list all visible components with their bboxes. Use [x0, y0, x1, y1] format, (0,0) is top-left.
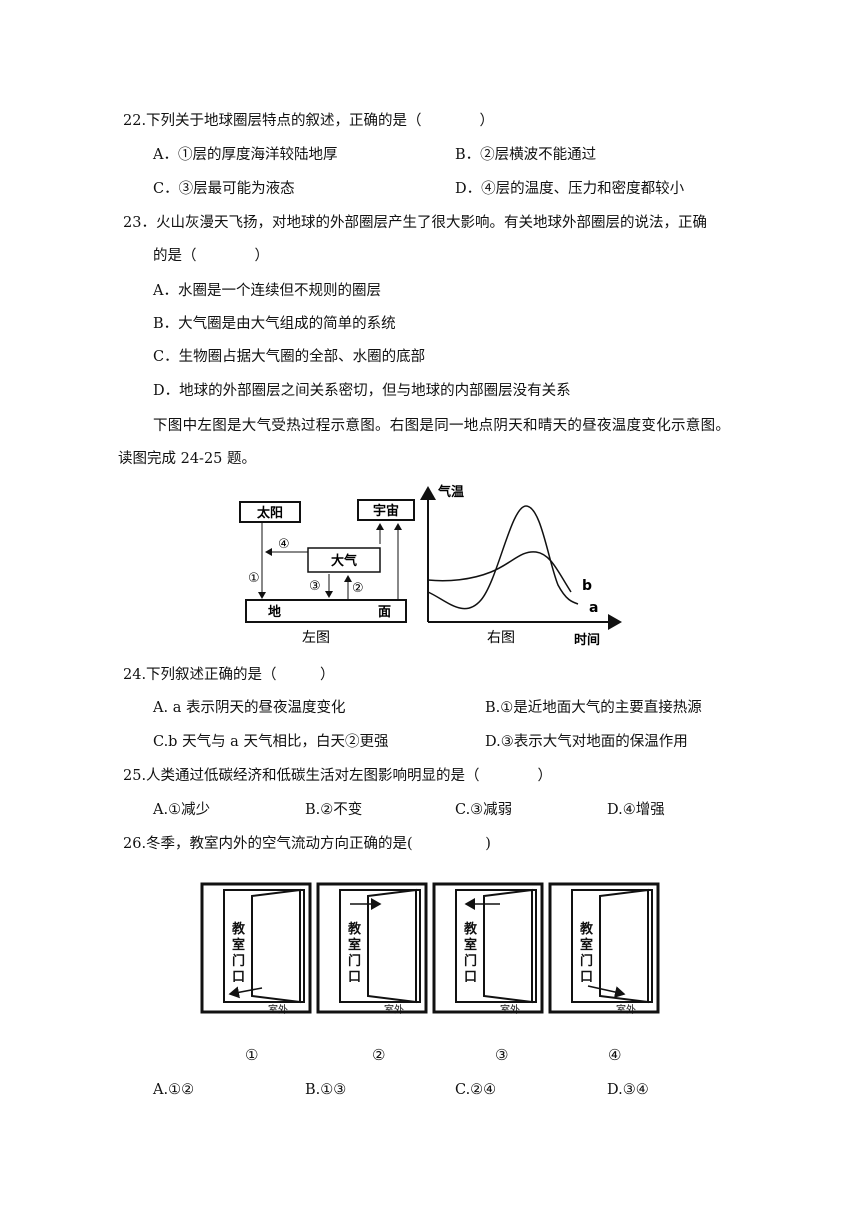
q26-option-b[interactable]: B.①③	[305, 1082, 347, 1098]
ground-label-left: 地	[268, 604, 281, 620]
ground-box	[245, 599, 407, 623]
q25-option-d[interactable]: D.④增强	[607, 802, 665, 818]
q25-option-b[interactable]: B.②不变	[305, 802, 363, 818]
q22-option-c[interactable]: C．③层最可能为液态	[153, 181, 295, 197]
intro-line1: 下图中左图是大气受热过程示意图。右图是同一地点阴天和晴天的昼夜温度变化示意图。	[153, 418, 731, 434]
outside-text-2: 室外	[384, 1005, 404, 1016]
door-label-1: ①	[245, 1046, 259, 1064]
door-panel-3	[432, 882, 544, 1014]
door-label-2: ②	[372, 1046, 386, 1064]
door-figure	[200, 882, 660, 1014]
outside-text-3: 室外	[500, 1005, 520, 1016]
series-a-line	[427, 505, 579, 610]
sun-label: 太阳	[256, 505, 283, 521]
space-label: 宇宙	[373, 503, 399, 519]
q24-option-a[interactable]: A. a 表示阴天的昼夜温度变化	[153, 700, 346, 716]
door-label-4: ④	[608, 1046, 622, 1064]
right-caption: 右图	[487, 630, 515, 646]
door-text-4: 教室门口	[580, 922, 594, 985]
outside-text-1: 室外	[268, 1005, 288, 1016]
q26-option-c[interactable]: C.②④	[455, 1082, 497, 1098]
q22-option-d[interactable]: D．④层的温度、压力和密度都较小	[455, 181, 685, 197]
q23-stem-cont: 的是（ ）	[153, 248, 269, 264]
q23-option-b[interactable]: B．大气圈是由大气组成的简单的系统	[153, 316, 396, 332]
q24-option-d[interactable]: D.③表示大气对地面的保温作用	[485, 734, 688, 750]
series-a-label: a	[589, 600, 598, 616]
q25-stem: 25.人类通过低碳经济和低碳生活对左图影响明显的是（ ）	[123, 768, 553, 784]
q23-option-d[interactable]: D．地球的外部圈层之间关系密切，但与地球的内部圈层没有关系	[153, 383, 571, 399]
atmosphere-label: 大气	[331, 553, 357, 569]
q22-stem: 22.下列关于地球圈层特点的叙述，正确的是（ ）	[123, 113, 495, 129]
atmosphere-box	[307, 547, 381, 573]
q26-option-a[interactable]: A.①②	[153, 1082, 195, 1098]
q24-stem: 24.下列叙述正确的是（ ）	[123, 667, 335, 683]
q26-stem: 26.冬季，教室内外的空气流动方向正确的是( )	[123, 836, 491, 852]
series-b-label: b	[582, 578, 592, 594]
q24-option-b[interactable]: B.①是近地面大气的主要直接热源	[485, 700, 702, 716]
x-axis-label: 时间	[574, 632, 600, 648]
q25-option-a[interactable]: A.①减少	[153, 802, 211, 818]
arrow-2-label: ②	[352, 581, 364, 596]
arrow-1-label: ①	[248, 571, 260, 586]
sun-box	[239, 501, 301, 523]
q22-option-a[interactable]: A．①层的厚度海洋较陆地厚	[153, 147, 338, 163]
q26-option-d[interactable]: D.③④	[607, 1082, 649, 1098]
q23-option-a[interactable]: A．水圈是一个连续但不规则的圈层	[153, 283, 381, 299]
space-box	[357, 499, 415, 521]
q23-stem: 23．火山灰漫天飞扬，对地球的外部圈层产生了很大影响。有关地球外部圈层的说法，正…	[123, 215, 707, 231]
door-panel-1	[200, 882, 312, 1014]
door-panel-4	[548, 882, 660, 1014]
y-axis-label: 气温	[438, 484, 464, 500]
door-text-2: 教室门口	[348, 922, 362, 985]
q25-option-c[interactable]: C.③减弱	[455, 802, 513, 818]
q24-option-c[interactable]: C.b 天气与 a 天气相比，白天②更强	[153, 734, 389, 750]
door-label-3: ③	[495, 1046, 509, 1064]
door-text-1: 教室门口	[232, 922, 246, 985]
q22-option-b[interactable]: B．②层横波不能通过	[455, 147, 597, 163]
heating-figure: 太阳 宇宙 大气 地 面 ① ④ ③ ② 左图 气温 时间 b a 右图	[239, 484, 622, 648]
q23-option-c[interactable]: C．生物圈占据大气圈的全部、水圈的底部	[153, 349, 426, 365]
outside-text-4: 室外	[616, 1005, 636, 1016]
ground-label-right: 面	[378, 605, 391, 620]
intro-line2: 读图完成 24-25 题。	[118, 451, 257, 467]
door-text-3: 教室门口	[464, 922, 478, 985]
arrow-4-label: ④	[278, 537, 290, 552]
arrow-3-label: ③	[309, 579, 321, 594]
left-caption: 左图	[302, 630, 330, 646]
series-b-line	[427, 551, 572, 593]
door-panel-2	[316, 882, 428, 1014]
